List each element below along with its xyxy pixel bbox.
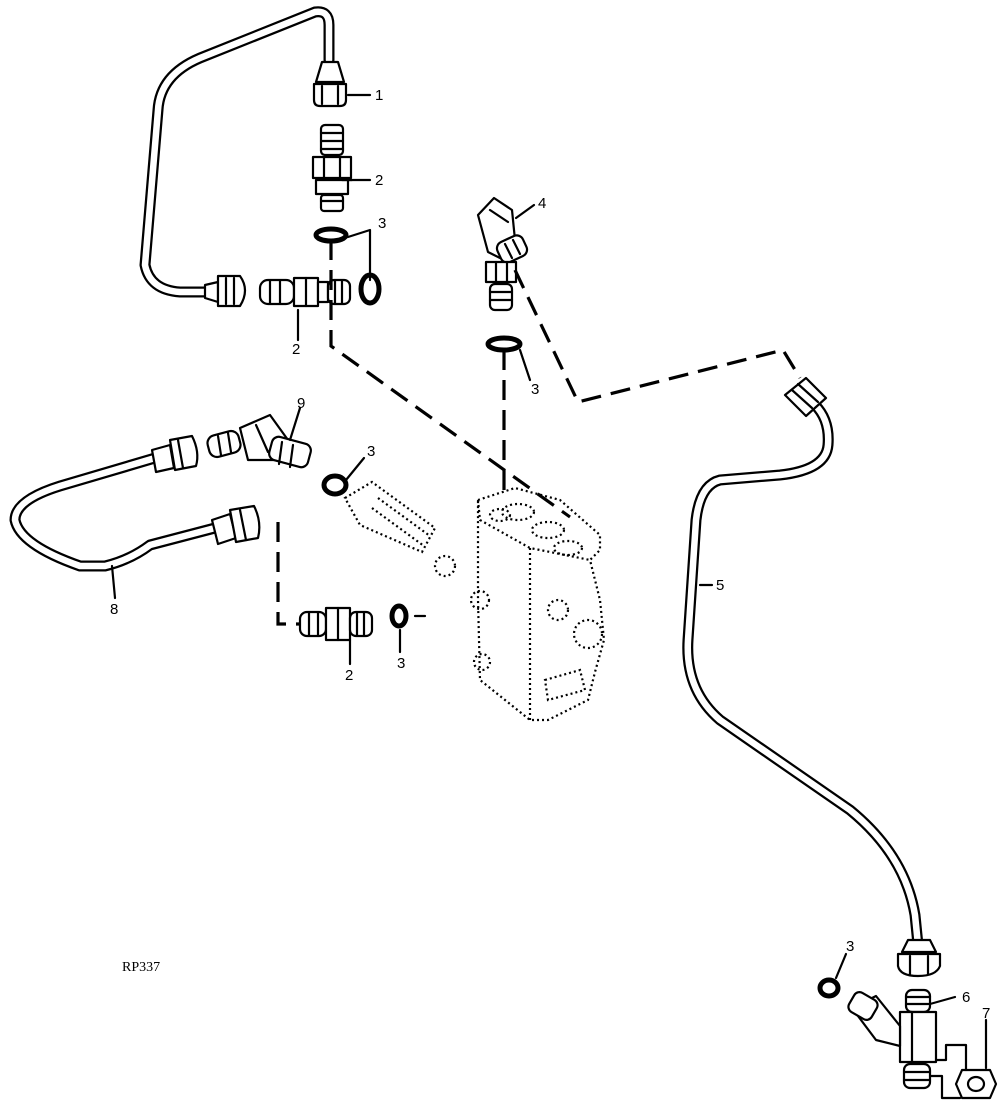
part-3-oring-right <box>817 977 841 999</box>
part-7-nut <box>954 1068 998 1100</box>
callout-1: 1 <box>375 87 383 104</box>
part-5-hydraulic-line <box>682 376 942 978</box>
valve-body <box>469 486 606 722</box>
callout-4: 4 <box>538 195 546 212</box>
part-2-fitting-horizontal <box>258 276 352 308</box>
part-2-fitting-lower <box>298 606 374 642</box>
callout-3-mid: 3 <box>531 381 539 398</box>
callout-2-lower: 2 <box>345 667 353 684</box>
callout-3-low: 3 <box>397 655 405 672</box>
callout-2-horizontal: 2 <box>292 341 300 358</box>
callout-2-upper: 2 <box>375 172 383 189</box>
callout-9: 9 <box>297 395 305 412</box>
part-2-fitting-upper <box>311 123 353 213</box>
callout-leaders <box>110 93 988 1070</box>
part-4-elbow-fitting <box>476 196 529 312</box>
callout-5: 5 <box>716 577 724 594</box>
part-1-hydraulic-line <box>139 6 348 308</box>
callout-3-upper: 3 <box>378 215 386 232</box>
callout-3-right: 3 <box>846 938 854 955</box>
part-3-oring-mid <box>485 335 523 353</box>
part-8-hydraulic-line <box>9 434 261 572</box>
figure-code: RP337 <box>122 960 160 975</box>
part-6-tee-fitting <box>847 988 938 1090</box>
callout-7: 7 <box>982 1005 990 1022</box>
part-3-oring-low <box>389 603 409 629</box>
part-9-elbow-fitting <box>206 413 312 469</box>
callout-8: 8 <box>110 601 118 618</box>
part-3-oring-left <box>321 473 349 497</box>
callout-6: 6 <box>962 989 970 1006</box>
part-3-oring-upper <box>313 226 349 244</box>
filter-screen <box>343 480 457 578</box>
callout-3-left: 3 <box>367 443 375 460</box>
assembly-dashed-lines <box>276 240 802 626</box>
tee-nut-connector <box>928 1043 968 1100</box>
